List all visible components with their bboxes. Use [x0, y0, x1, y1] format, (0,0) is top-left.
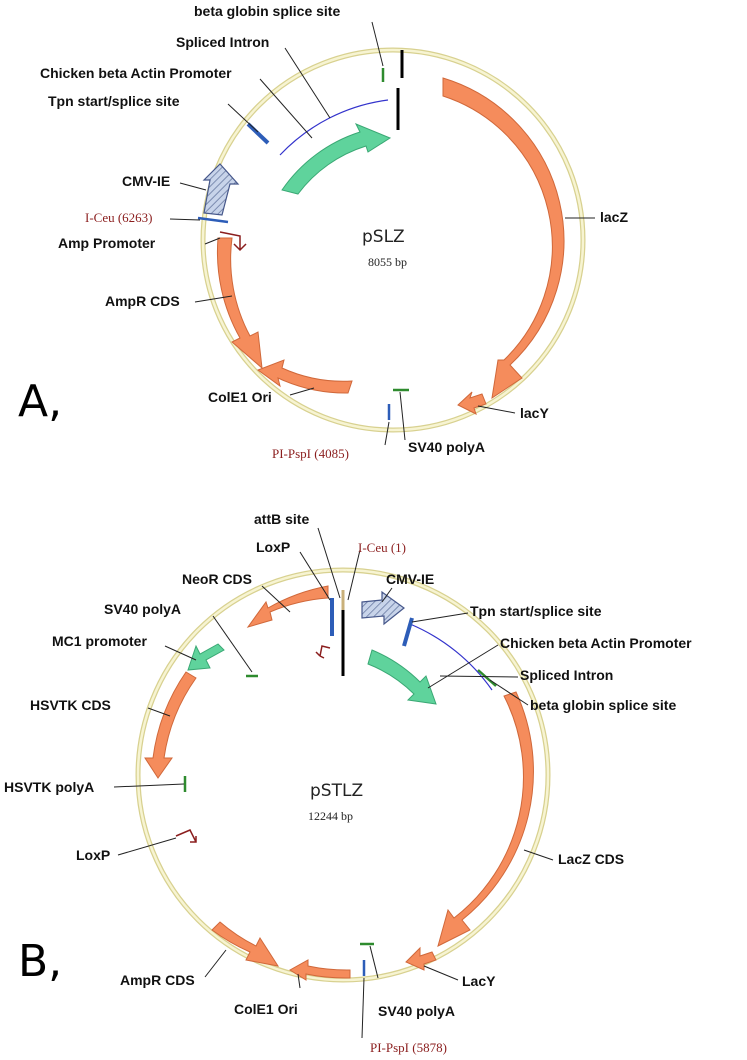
cmv-ie-arrow — [202, 163, 240, 216]
label-ampr: AmpR CDS — [120, 972, 195, 988]
mc1-promoter-arrow — [187, 643, 225, 671]
label-hsvtk: HSVTK CDS — [30, 697, 111, 713]
iceu-site-mark — [197, 216, 229, 224]
chicken-actin-promoter-arrow — [367, 649, 437, 705]
plasmid-size: 12244 bp — [308, 809, 353, 823]
neor-cds-arrow — [246, 585, 329, 628]
label-cmv: CMV-IE — [386, 571, 434, 587]
label-hsvtk-polya: HSVTK polyA — [4, 779, 94, 795]
label-loxp-left: LoxP — [76, 847, 110, 863]
label-lacz: LacZ CDS — [558, 851, 624, 867]
label-pipspi: PI-PspI (5878) — [370, 1040, 447, 1055]
lacz-cds-arrow — [437, 691, 534, 947]
cole1-ori-arrow — [256, 359, 353, 394]
lacy-cds-arrow — [405, 946, 437, 971]
plasmid-name: pSTLZ — [310, 781, 363, 801]
label-tpn: Tpn start/splice site — [470, 603, 602, 619]
cole1-ori-arrow — [289, 959, 351, 981]
tpn-site-mark — [246, 122, 270, 145]
plasmid-backbone-inner — [201, 48, 585, 432]
tpn-site-mark — [402, 617, 414, 647]
label-tpn: Tpn start/splice site — [48, 93, 180, 109]
label-cole1: ColE1 Ori — [234, 1001, 298, 1017]
label-sv40-bottom: SV40 polyA — [378, 1003, 455, 1019]
label-loxp-top: LoxP — [256, 539, 290, 555]
plasmid-size: 8055 bp — [368, 255, 407, 269]
ampr-cds-arrow — [211, 921, 280, 967]
hsvtk-cds-arrow — [144, 671, 197, 779]
label-cmv: CMV-IE — [122, 173, 170, 189]
spliced-intron-arc — [279, 99, 389, 156]
plasmid-backbone-inner — [136, 568, 550, 982]
lacy-cds-arrow — [457, 391, 487, 415]
label-amp-promoter: Amp Promoter — [58, 235, 156, 251]
label-beta-globin: beta globin splice site — [530, 697, 676, 713]
panel-b: attB site LoxP I-Ceu (1) NeoR CDS CMV-IE… — [4, 511, 692, 1055]
chicken-actin-promoter-arrow — [281, 123, 392, 195]
label-iceu: I-Ceu (6263) — [85, 210, 153, 225]
label-ampr: AmpR CDS — [105, 293, 180, 309]
label-lacy: lacY — [520, 405, 549, 421]
label-chicken-actin: Chicken beta Actin Promoter — [40, 65, 232, 81]
label-pipspi: PI-PspI (4085) — [272, 446, 349, 461]
label-lacy: LacY — [462, 973, 496, 989]
label-chicken-actin: Chicken beta Actin Promoter — [500, 635, 692, 651]
label-spliced-intron: Spliced Intron — [520, 667, 613, 683]
leader-lines-b — [113, 527, 554, 1039]
beta-globin-site-mark — [477, 669, 497, 687]
leader-lines-a — [169, 21, 595, 446]
label-sv40-top: SV40 polyA — [104, 601, 181, 617]
spliced-intron-arc — [409, 623, 493, 691]
panel-label: A, — [18, 376, 62, 427]
label-lacz: lacZ — [600, 209, 628, 225]
lacz-cds-arrow — [442, 77, 565, 400]
label-beta-globin: beta globin splice site — [194, 3, 340, 19]
label-attb: attB site — [254, 511, 309, 527]
plasmid-name: pSLZ — [362, 227, 405, 247]
label-sv40: SV40 polyA — [408, 439, 485, 455]
promoter-arrow-icon — [175, 829, 197, 843]
label-spliced-intron: Spliced Intron — [176, 34, 269, 50]
panel-label: B, — [18, 936, 62, 987]
label-mc1: MC1 promoter — [52, 633, 147, 649]
label-iceu: I-Ceu (1) — [358, 540, 406, 555]
cmv-ie-arrow — [361, 590, 405, 626]
panel-a: beta globin splice site Spliced Intron C… — [18, 3, 628, 461]
promoter-arrow-icon — [315, 645, 331, 659]
label-cole1: ColE1 Ori — [208, 389, 272, 405]
label-neor: NeoR CDS — [182, 571, 252, 587]
promoter-arrow-icon — [219, 231, 247, 252]
ampr-cds-arrow — [216, 237, 263, 370]
